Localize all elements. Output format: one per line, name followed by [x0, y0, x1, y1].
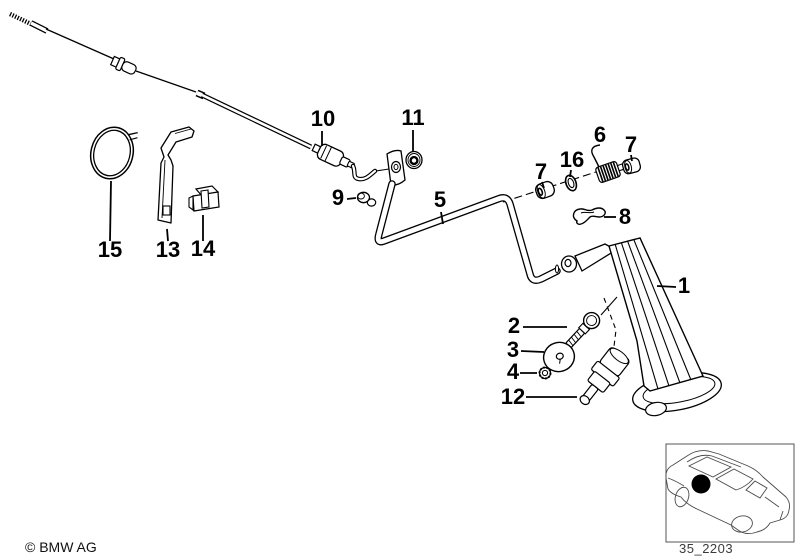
callout-16: 16 [560, 147, 584, 172]
part-16-ring [564, 174, 578, 192]
cable-adjuster [109, 55, 137, 75]
diagram-code: 35_2203 [679, 541, 733, 556]
part-8-clip [572, 207, 606, 225]
part-15-ring [89, 126, 138, 180]
part-7-bushing-right [621, 157, 642, 175]
car-location-inset: 35_2203 [665, 443, 795, 556]
copyright-text: © BMW AG [25, 539, 97, 555]
part-14-clip [188, 185, 220, 212]
part-6-spring [591, 144, 626, 183]
callout-leaders [109, 130, 677, 398]
callout-9: 9 [332, 185, 344, 210]
callout-14: 14 [191, 236, 216, 261]
part-2-pin [565, 311, 601, 349]
part-1-pedal [560, 237, 722, 417]
callout-3: 3 [507, 337, 519, 362]
callout-10: 10 [311, 106, 335, 131]
part-4-nut [538, 366, 552, 380]
part-5-rod [374, 180, 561, 284]
car-outline-icon [665, 450, 791, 535]
callout-13: 13 [156, 237, 180, 262]
callout-2: 2 [508, 313, 520, 338]
part-12-sensor [579, 347, 630, 406]
callout-15: 15 [98, 237, 122, 262]
part-7-bushing-left [535, 180, 555, 200]
location-dot [691, 474, 711, 494]
callout-7-right: 7 [625, 132, 637, 157]
lever-plate [386, 149, 406, 186]
part-10-cable-end [311, 143, 378, 182]
callout-12: 12 [501, 384, 525, 409]
part-13-bracket [157, 126, 195, 224]
inset-box [665, 443, 795, 543]
callout-labels: 10 11 9 5 7 16 6 7 8 1 2 3 4 12 15 13 14 [98, 105, 690, 409]
part-3-disc [542, 341, 576, 373]
part-11-grommet [405, 150, 423, 170]
callout-11: 11 [401, 105, 424, 130]
callout-8: 8 [619, 204, 631, 229]
callout-6: 6 [594, 122, 606, 147]
throttle-cable-drawing [9, 11, 313, 150]
part-9-pin [356, 191, 377, 207]
callout-1: 1 [678, 273, 690, 298]
callout-7-left: 7 [535, 159, 547, 184]
callout-5: 5 [434, 187, 446, 212]
callout-4: 4 [507, 359, 520, 384]
